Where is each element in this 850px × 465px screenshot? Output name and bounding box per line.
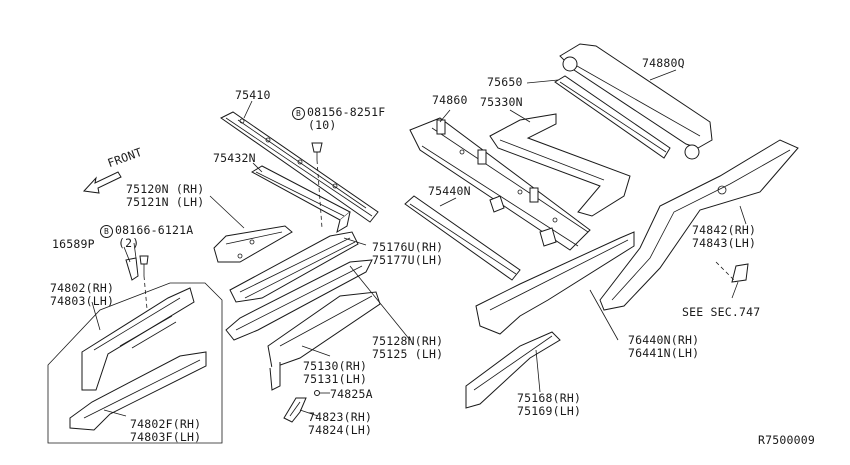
label-74842: 74842(RH) bbox=[692, 223, 757, 237]
label-08166-qty: (2) bbox=[118, 236, 140, 250]
label-75330n: 75330N bbox=[480, 95, 523, 109]
part-08166-bolt bbox=[139, 255, 149, 321]
label-75410: 75410 bbox=[235, 88, 271, 102]
part-75168 bbox=[465, 331, 561, 409]
part-75128n bbox=[225, 259, 373, 341]
diagram-ref-code: R7500009 bbox=[758, 433, 815, 447]
part-75650 bbox=[554, 75, 671, 159]
label-75121n: 75121N (LH) bbox=[126, 195, 205, 209]
label-74823: 74823(RH) bbox=[308, 410, 373, 424]
label-74802: 74802(RH) bbox=[50, 281, 115, 295]
label-75169: 75169(LH) bbox=[517, 404, 582, 418]
part-74823 bbox=[283, 397, 307, 423]
label-08156-text: 08156-8251F bbox=[307, 105, 386, 119]
part-75440n bbox=[404, 195, 521, 281]
label-75125: 75125 (LH) bbox=[372, 347, 444, 361]
label-74803f: 74803F(LH) bbox=[130, 430, 202, 444]
label-74860: 74860 bbox=[432, 93, 468, 107]
part-75410 bbox=[220, 111, 379, 223]
label-08166-text: 08166-6121A bbox=[115, 223, 194, 237]
label-75131: 75131(LH) bbox=[303, 372, 368, 386]
label-75120n: 75120N (RH) bbox=[126, 182, 205, 196]
label-see-sec: SEE SEC.747 bbox=[682, 305, 761, 319]
part-75130 bbox=[267, 291, 381, 391]
part-16589p-clip bbox=[125, 257, 139, 281]
label-75128n: 75128N(RH) bbox=[372, 334, 444, 348]
part-75432n bbox=[250, 165, 351, 234]
label-08156-qty: (10) bbox=[308, 118, 337, 132]
part-74842 bbox=[599, 139, 799, 311]
part-76440n bbox=[475, 231, 635, 335]
label-74880q: 74880Q bbox=[642, 56, 685, 70]
part-74880q bbox=[559, 43, 713, 160]
label-75130: 75130(RH) bbox=[303, 359, 368, 373]
part-74802f bbox=[69, 351, 207, 431]
label-74825a: 74825A bbox=[330, 387, 373, 401]
label-75650: 75650 bbox=[487, 75, 523, 89]
part-75176u bbox=[229, 231, 359, 303]
label-74824: 74824(LH) bbox=[308, 423, 373, 437]
sec747-bracket bbox=[731, 263, 749, 283]
front-arrow-icon bbox=[82, 171, 122, 194]
label-74803: 74803(LH) bbox=[50, 294, 115, 308]
label-74843: 74843(LH) bbox=[692, 236, 757, 250]
label-75440n: 75440N bbox=[428, 184, 471, 198]
leader-lines bbox=[91, 69, 747, 417]
label-75176u: 75176U(RH) bbox=[372, 240, 444, 254]
label-75168: 75168(RH) bbox=[517, 391, 582, 405]
label-76440n: 76440N(RH) bbox=[628, 333, 700, 347]
part-75330n bbox=[489, 113, 631, 217]
part-75120n bbox=[213, 225, 293, 263]
label-75177u: 75177U(LH) bbox=[372, 253, 444, 267]
label-16589p: 16589P bbox=[52, 237, 95, 251]
part-74860 bbox=[409, 117, 591, 251]
label-74802f: 74802F(RH) bbox=[130, 417, 202, 431]
part-74802 bbox=[81, 287, 195, 391]
bolt-b-icon-2: B bbox=[100, 225, 113, 238]
inset-frame bbox=[47, 282, 223, 444]
label-76441n: 76441N(LH) bbox=[628, 346, 700, 360]
label-75432n: 75432N bbox=[213, 151, 256, 165]
part-08156-bolt bbox=[311, 142, 323, 229]
bolt-b-icon: B bbox=[292, 107, 305, 120]
